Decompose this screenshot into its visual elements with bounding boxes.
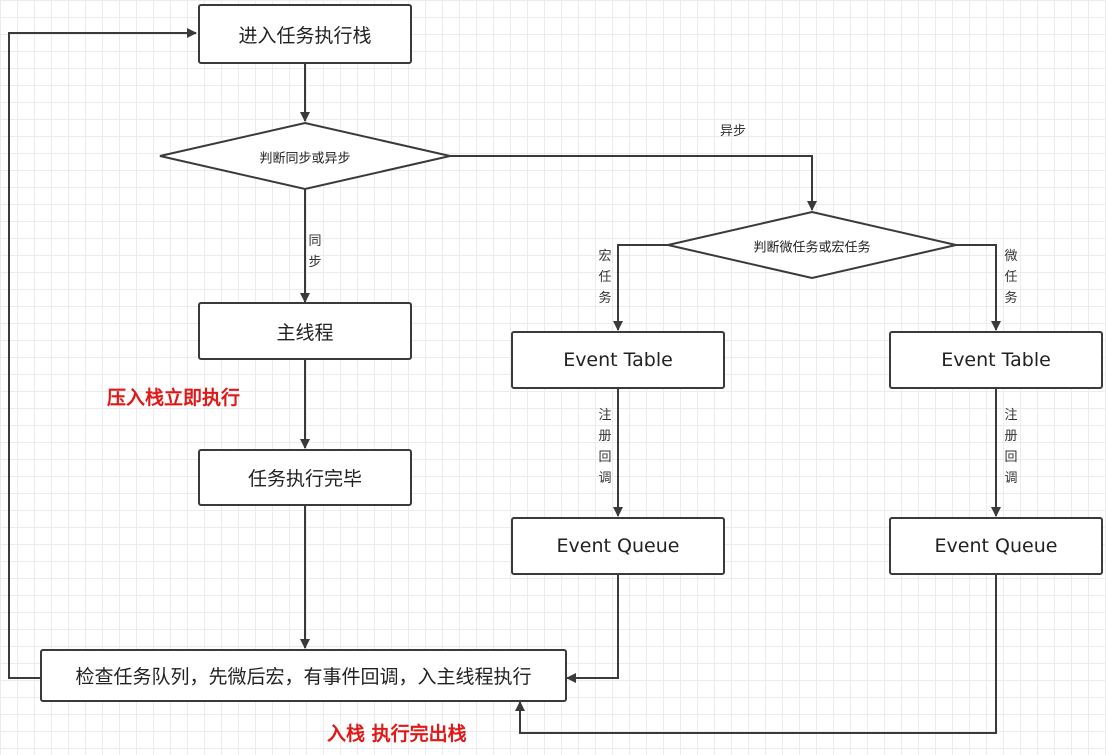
- edge-macro-task: [613, 244, 668, 331]
- node-check-task-queue: 检查任务队列，先微后宏，有事件回调，入主线程执行: [40, 649, 567, 702]
- note-push-pop: 入栈 执行完出栈: [327, 723, 467, 745]
- decision-diamond-micro-macro: [667, 210, 957, 280]
- edge-macro-queue-to-check: [566, 575, 619, 683]
- edge-label-register-callback-macro: 注 册 回 调: [598, 408, 612, 486]
- node-main-thread: 主线程: [198, 302, 412, 360]
- edge-async: [450, 155, 817, 211]
- edge-label-async: 异步: [720, 124, 747, 139]
- edge-label-macro-task: 宏 任 务: [598, 249, 612, 306]
- decision-label-sync-async: 判断同步或异步: [259, 151, 351, 167]
- edge-micro-queue-to-check: [515, 575, 997, 734]
- decision-label-micro-macro: 判断微任务或宏任务: [753, 240, 871, 256]
- node-task-done: 任务执行完毕: [198, 449, 412, 506]
- edge-label-micro-task: 微 任 务: [1004, 249, 1018, 306]
- node-event-table-macro: Event Table: [511, 331, 725, 389]
- node-event-queue-macro: Event Queue: [511, 517, 725, 575]
- note-push-execute: 压入栈立即执行: [107, 387, 241, 409]
- edge-label-sync: 同 步: [308, 234, 322, 270]
- node-enter-task-stack: 进入任务执行栈: [198, 4, 412, 64]
- edge-micro-task: [956, 244, 1001, 331]
- node-event-table-micro: Event Table: [889, 331, 1103, 389]
- node-event-queue-micro: Event Queue: [889, 517, 1103, 575]
- edge-loop-back: [8, 28, 197, 679]
- edge-label-register-callback-micro: 注 册 回 调: [1004, 408, 1018, 486]
